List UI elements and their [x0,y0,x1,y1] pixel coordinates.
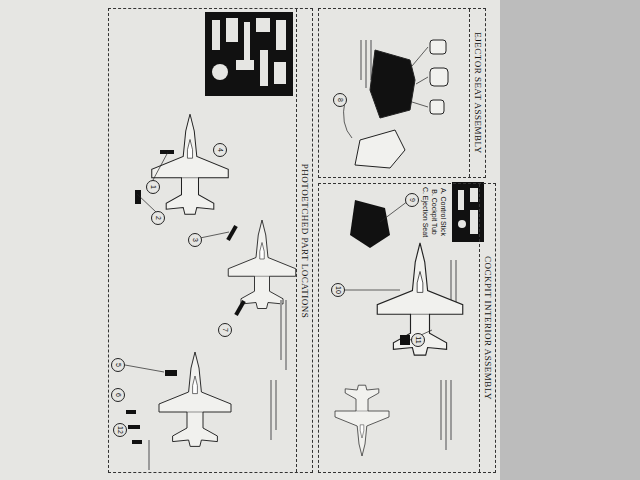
panel-heading: EJECTOR SEAT ASSEMBLY [473,32,483,153]
instruction-panel: COCKPIT INTERIOR ASSEMBLY [318,183,496,473]
callout-number: 4 [213,143,227,157]
part-list-item: B. Cockpit Tub [431,189,438,235]
part-list-item: A. Control Stick [440,188,447,236]
part-list-item: C. Ejection Seat [422,187,429,237]
callout-number: 2 [151,211,165,225]
heading-strip: PHOTOETCHED PART LOCATIONS [296,9,312,472]
callout-number: 10 [331,283,345,297]
heading-strip: COCKPIT INTERIOR ASSEMBLY [479,184,495,472]
callout-number: 7 [218,323,232,337]
callout-number: 3 [188,233,202,247]
callout-number: 12 [113,423,127,437]
callout-number: 1 [146,180,160,194]
panel-heading: COCKPIT INTERIOR ASSEMBLY [483,256,493,400]
instruction-panel: PHOTOETCHED PART LOCATIONS [108,8,313,473]
callout-number: 9 [405,193,419,207]
callout-number: 6 [111,388,125,402]
callout-number: 11 [411,333,425,347]
panel-heading: PHOTOETCHED PART LOCATIONS [300,163,310,317]
callout-number: 5 [111,358,125,372]
heading-strip: EJECTOR SEAT ASSEMBLY [469,9,485,177]
callout-number: 8 [333,93,347,107]
